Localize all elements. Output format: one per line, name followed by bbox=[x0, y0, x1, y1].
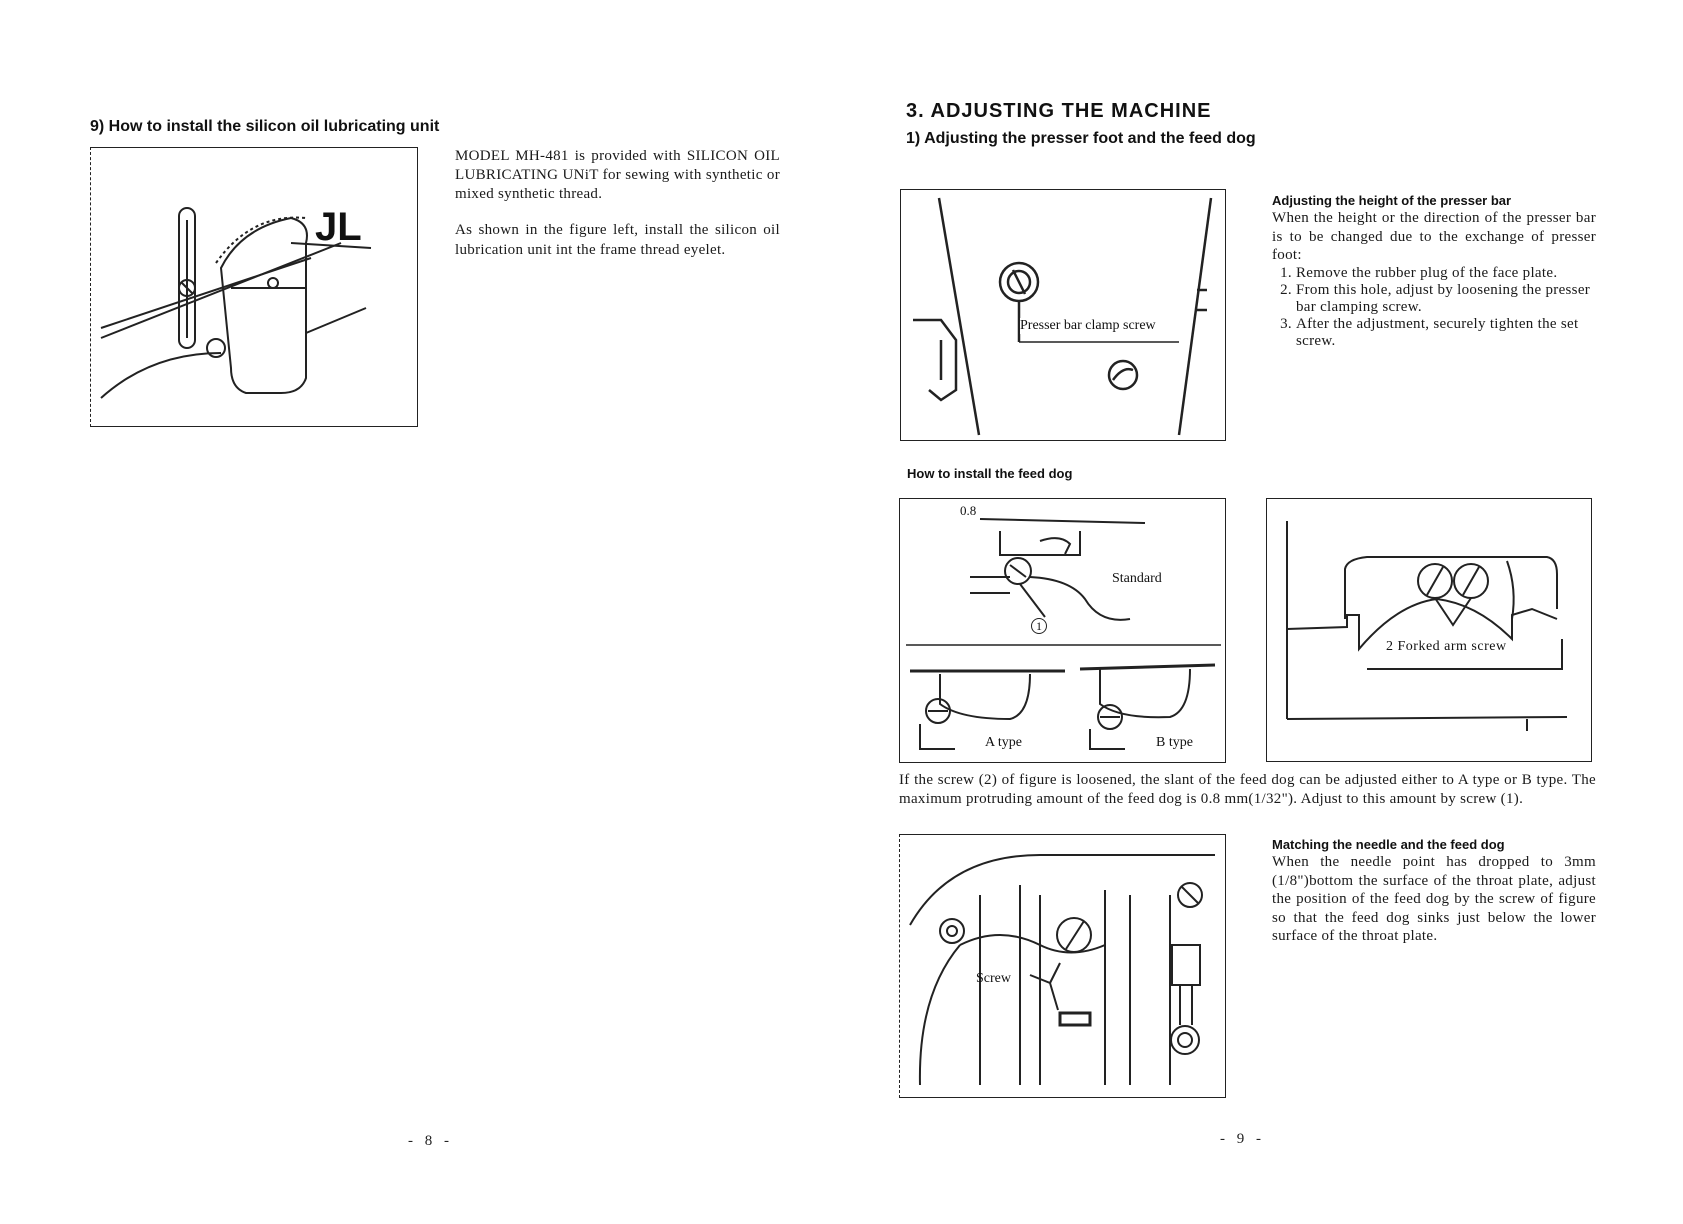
right-page-number: - 9 - bbox=[1220, 1131, 1265, 1147]
figure-feed-dog-types: 0.8 Standard 1 A type B type bbox=[899, 498, 1226, 763]
feed-dog-drawing bbox=[906, 518, 1221, 750]
feed-dog-heading: How to install the feed dog bbox=[907, 466, 1073, 481]
a-type-label: A type bbox=[985, 735, 1022, 751]
gap-label: 0.8 bbox=[960, 503, 977, 519]
needle-screw-label: Screw bbox=[976, 971, 1011, 986]
presser-bar-intro: When the height or the direction of the … bbox=[1272, 210, 1596, 263]
forked-arm-drawing bbox=[1286, 521, 1568, 731]
left-para-1: MODEL MH-481 is provided with SILICON OI… bbox=[455, 148, 780, 202]
presser-bar-clamp-screw-label: Presser bar clamp screw bbox=[1020, 318, 1156, 334]
standard-label: Standard bbox=[1112, 571, 1162, 587]
needle-match-heading: Matching the needle and the feed dog bbox=[1272, 837, 1505, 852]
needle-match-paragraph: When the needle point has dropped to 3mm… bbox=[1272, 854, 1596, 944]
forked-arm-screw-label: 2 Forked arm screw bbox=[1386, 639, 1507, 655]
feed-dog-paragraph: If the screw (2) of figure is loosened, … bbox=[899, 772, 1596, 807]
presser-bar-steps: Remove the rubber plug of the face plate… bbox=[1272, 265, 1596, 350]
presser-bar-step: Remove the rubber plug of the face plate… bbox=[1296, 265, 1596, 282]
presser-bar-drawing bbox=[913, 197, 1213, 436]
svg-text:JL: JL bbox=[315, 205, 362, 249]
left-section-title: 9) How to install the silicon oil lubric… bbox=[90, 118, 440, 135]
screw-1-label: 1 bbox=[1031, 618, 1047, 634]
right-section-title: 1) Adjusting the presser foot and the fe… bbox=[906, 130, 1256, 147]
figure-silicon-oil-unit: JL bbox=[90, 147, 418, 427]
chapter-title: 3. ADJUSTING THE MACHINE bbox=[906, 100, 1212, 122]
b-type-label: B type bbox=[1156, 735, 1193, 751]
figure-presser-bar: Presser bar clamp screw bbox=[900, 189, 1226, 441]
presser-bar-step: After the adjustment, securely tighten t… bbox=[1296, 316, 1596, 350]
needle-feed-dog-drawing bbox=[909, 854, 1215, 1086]
presser-bar-heading: Adjusting the height of the presser bar bbox=[1272, 193, 1512, 208]
figure-needle-feed-dog: Screw bbox=[899, 834, 1226, 1098]
left-para-2: As shown in the figure left, install the… bbox=[455, 222, 780, 258]
left-page-number: - 8 - bbox=[408, 1133, 453, 1149]
figure-forked-arm-screw: 2 Forked arm screw bbox=[1266, 498, 1592, 762]
silicon-oil-unit-drawing: JL bbox=[100, 205, 372, 399]
presser-bar-step: From this hole, adjust by loosening the … bbox=[1296, 282, 1596, 316]
